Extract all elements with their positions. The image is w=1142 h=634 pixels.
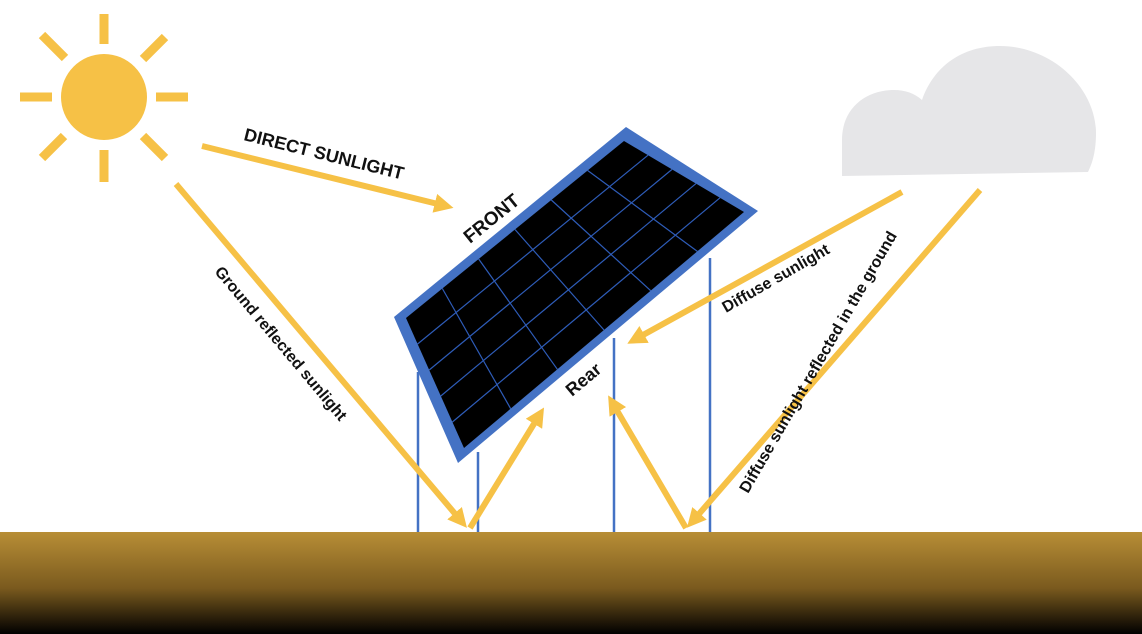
panel-grid-line xyxy=(440,183,697,397)
panel-grid-line xyxy=(587,170,698,252)
light-arrows xyxy=(173,143,983,530)
diffuse-ground-incident-arrow xyxy=(686,188,983,528)
solar-panel-icon xyxy=(394,127,758,463)
panel-grid-line xyxy=(417,154,649,345)
panel-grid-line xyxy=(478,258,558,370)
panel-grid-line xyxy=(514,229,605,331)
panel-grid xyxy=(417,154,721,423)
cloud-icon xyxy=(842,46,1096,176)
diffuse-sunlight-label: Diffuse sunlight xyxy=(720,241,834,316)
sun-icon xyxy=(20,14,188,182)
panel-grid-line xyxy=(550,199,652,292)
panel-supports xyxy=(416,258,712,532)
ground-incident-arrow xyxy=(173,182,467,528)
ground-reflected-arrow xyxy=(467,407,545,530)
panel-grid-line xyxy=(452,197,721,423)
diffuse-ground-reflected-arrow xyxy=(608,395,689,530)
direct-sunlight-arrow xyxy=(201,143,454,213)
panel-grid-line xyxy=(441,288,512,409)
diffuse-sunlight-arrow xyxy=(627,189,904,344)
ground xyxy=(0,532,1142,634)
panel-grid-line xyxy=(428,168,673,371)
panel-cells xyxy=(406,141,744,448)
ground-reflected-label: Ground reflected sunlight xyxy=(211,264,350,425)
